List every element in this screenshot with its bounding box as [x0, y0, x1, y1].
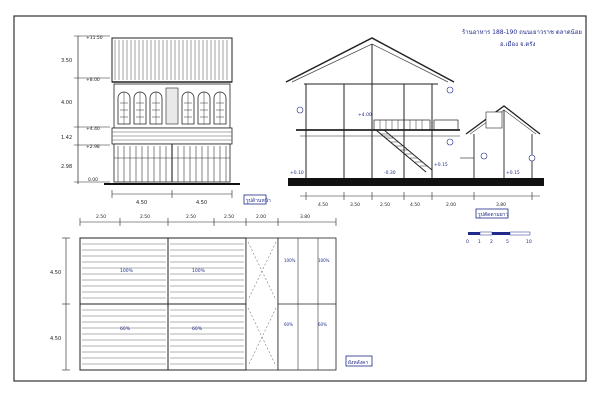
front-elevation-label: รูปด้านหน้า: [246, 197, 271, 204]
plan-top-dim-2: 2.50: [140, 214, 150, 220]
slope-label-4: 60%: [192, 326, 203, 332]
front-elevation: 3.50 4.00 1.42 2.98 +11.50 +8.00 +4.40 +…: [61, 35, 271, 206]
level-gap-4: 2.98: [61, 164, 72, 170]
front-dim-2: 4.50: [196, 200, 207, 206]
level-gap-2: 4.00: [61, 100, 72, 106]
plan-side-dim-2: 4.50: [50, 336, 61, 342]
section-annot-4: +0.15: [434, 162, 448, 168]
plan-side-dim-1: 4.50: [50, 270, 61, 276]
plan-top-dim-5: 2.00: [256, 214, 266, 220]
front-dim-1: 4.50: [136, 200, 147, 206]
title-line-2: อ.เมือง จ.ตรัง: [500, 40, 535, 48]
section-dim-5: 2.00: [446, 202, 456, 208]
title-line-1: ร้านอาหาร 188-190 ถนนเยาวราช ตลาดน้อย: [462, 29, 582, 36]
section-annot-3: -0.30: [384, 170, 396, 176]
plan-top-dim-1: 2.50: [96, 214, 106, 220]
plan-top-dim-4: 2.50: [224, 214, 234, 220]
slope-label-7: 60%: [284, 322, 293, 327]
level-mark-3: +4.40: [86, 126, 100, 132]
level-mark-2: +8.00: [86, 77, 100, 83]
level-mark-5: 0.00: [88, 177, 98, 183]
plan-top-dim-6: 3.80: [300, 214, 310, 220]
slope-label-6: 100%: [318, 258, 330, 263]
slope-label-2: 100%: [192, 268, 206, 274]
slope-label-8: 60%: [318, 322, 327, 327]
section-dim-1: 4.50: [318, 202, 328, 208]
scale-tick-2: 2: [490, 239, 493, 245]
slope-label-1: 100%: [120, 268, 134, 274]
section-label: รูปตัดตามยาว: [478, 212, 508, 218]
section-dim-3: 2.50: [380, 202, 390, 208]
section-label-box: [475, 208, 509, 219]
roof-plan-label: ผังหลังคา: [348, 360, 369, 366]
scale-tick-0: 0: [466, 239, 469, 245]
section-annot-2: +0.10: [290, 170, 304, 176]
scale-tick-3: 5: [506, 239, 509, 245]
level-gap-3: 1.42: [61, 135, 72, 141]
level-mark-1: +11.50: [86, 35, 103, 41]
level-gap-1: 3.50: [61, 58, 72, 64]
slope-label-3: 60%: [120, 326, 131, 332]
scale-bar: 0 1 2 5 10: [466, 231, 532, 245]
scale-tick-4: 10: [526, 239, 532, 245]
level-mark-4: +2.98: [86, 144, 100, 150]
section-annot-1: +4.00: [358, 112, 372, 118]
section-annot-5: +0.15: [506, 170, 520, 176]
section-dim-6: 3.80: [496, 202, 506, 208]
front-elevation-label-box: [243, 194, 267, 205]
section-dim-4: 4.50: [410, 202, 420, 208]
scale-tick-1: 1: [478, 239, 481, 245]
plan-top-dim-3: 2.50: [186, 214, 196, 220]
section-dim-2: 3.50: [350, 202, 360, 208]
roof-plan: 2.50 2.50 2.50 2.50 2.00 3.80 4.50 4.50: [50, 214, 373, 371]
slope-label-5: 100%: [284, 258, 296, 263]
roof-plan-label-box: [345, 355, 373, 367]
sheet-border: [13, 15, 587, 382]
long-section: +4.00 +0.10 -0.30 +0.15 +0.15 4.50 3.50 …: [285, 37, 544, 245]
